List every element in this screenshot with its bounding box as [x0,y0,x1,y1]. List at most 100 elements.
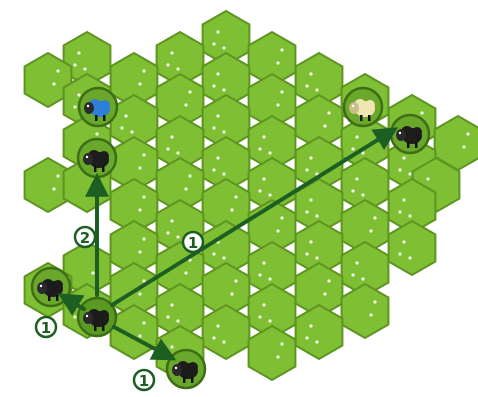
flower-icon [142,153,145,156]
flower-icon [120,126,123,129]
move-count-label: 1 [188,234,198,252]
flower-icon [170,135,173,138]
flower-icon [216,72,219,75]
flower-icon [361,277,364,280]
flower-icon [184,187,187,190]
flower-icon [73,63,76,66]
flower-icon [184,103,187,106]
flower-icon [262,303,265,306]
flower-icon [56,174,59,177]
flower-icon [327,111,330,114]
flower-icon [222,130,225,133]
flower-icon [323,124,326,127]
flower-icon [230,292,233,295]
flower-icon [402,198,405,201]
flower-icon [234,279,237,282]
flower-icon [73,105,76,108]
flower-icon [91,271,94,274]
black-sheep-icon[interactable] [78,139,116,177]
flower-icon [170,219,173,222]
move-count-badge: 1 [36,317,56,337]
flower-icon [305,252,308,255]
flower-icon [176,151,179,154]
flower-icon [309,240,312,243]
flower-icon [398,210,401,213]
flower-icon [327,279,330,282]
black-sheep-icon[interactable] [32,268,70,306]
black-sheep-icon[interactable] [167,350,205,388]
flower-icon [73,315,76,318]
flower-icon [315,214,318,217]
flower-icon [355,177,358,180]
flower-icon [170,303,173,306]
flower-icon [138,166,141,169]
flower-icon [398,168,401,171]
flower-icon [280,48,283,51]
flower-icon [369,313,372,316]
flower-icon [52,187,55,190]
pasture-tile[interactable] [389,221,436,275]
black-sheep-icon[interactable] [78,298,116,336]
flower-icon [402,156,405,159]
blue-sheep-icon[interactable] [79,88,117,126]
flower-icon [408,256,411,259]
flower-icon [305,168,308,171]
flower-icon [212,42,215,45]
flower-icon [305,336,308,339]
flower-icon [408,214,411,217]
move-count-label: 2 [80,229,90,247]
cream-sheep-icon[interactable] [344,88,382,126]
pasture-tile[interactable] [111,305,158,359]
pasture-tile[interactable] [296,305,343,359]
flower-icon [305,210,308,213]
flower-icon [361,193,364,196]
flower-icon [176,235,179,238]
flower-icon [188,90,191,93]
flower-icon [212,252,215,255]
flower-icon [188,174,191,177]
flower-icon [369,229,372,232]
move-count-badge: 1 [183,232,203,252]
flower-icon [258,315,261,318]
flower-icon [138,250,141,253]
flower-icon [305,84,308,87]
flower-icon [130,130,133,133]
flower-icon [280,342,283,345]
flower-icon [176,319,179,322]
pasture-tile[interactable] [249,326,296,380]
flower-icon [276,355,279,358]
flower-icon [212,336,215,339]
flower-icon [142,69,145,72]
flower-icon [142,321,145,324]
flower-icon [216,156,219,159]
flower-icon [234,195,237,198]
flower-icon [315,340,318,343]
flower-icon [258,147,261,150]
flower-icon [315,88,318,91]
flower-icon [276,103,279,106]
flower-icon [355,261,358,264]
flower-icon [95,132,98,135]
flower-icon [309,72,312,75]
flower-icon [166,231,169,234]
flower-icon [262,261,265,264]
pasture-tile[interactable] [342,284,389,338]
move-count-label: 1 [41,319,51,337]
flower-icon [373,300,376,303]
flower-icon [268,277,271,280]
flower-icon [309,156,312,159]
flower-icon [276,229,279,232]
flower-icon [83,67,86,70]
flower-icon [170,345,173,348]
flower-icon [138,292,141,295]
pasture-tile[interactable] [203,305,250,359]
flower-icon [138,334,141,337]
flower-icon [398,252,401,255]
flower-icon [408,172,411,175]
flower-icon [262,177,265,180]
black-sheep-icon[interactable] [391,115,429,153]
flower-icon [138,208,141,211]
flower-icon [170,51,173,54]
